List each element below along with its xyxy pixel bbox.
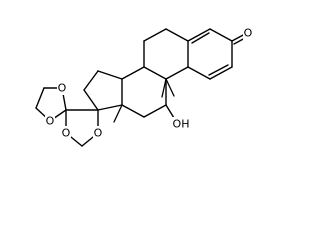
dioxolane-oxygen-upper-1-label: O	[58, 82, 67, 95]
atom-labels: O OH O O O O	[45, 26, 253, 140]
hydroxyl-label: OH	[173, 118, 190, 131]
substituents	[113, 78, 175, 123]
ring-c	[121, 66, 167, 118]
dioxolane-oxygen-lower-1-label: O	[62, 127, 71, 140]
ring-a	[187, 28, 248, 80]
ring-d	[83, 70, 123, 111]
ketone-oxygen-label: O	[244, 27, 253, 40]
dioxolane-oxygen-lower-2-label: O	[94, 127, 103, 140]
chemical-structure-diagram: O OH O O O O	[35, 26, 253, 147]
dioxolane-oxygen-upper-2-label: O	[46, 115, 55, 128]
ring-b	[143, 28, 189, 80]
